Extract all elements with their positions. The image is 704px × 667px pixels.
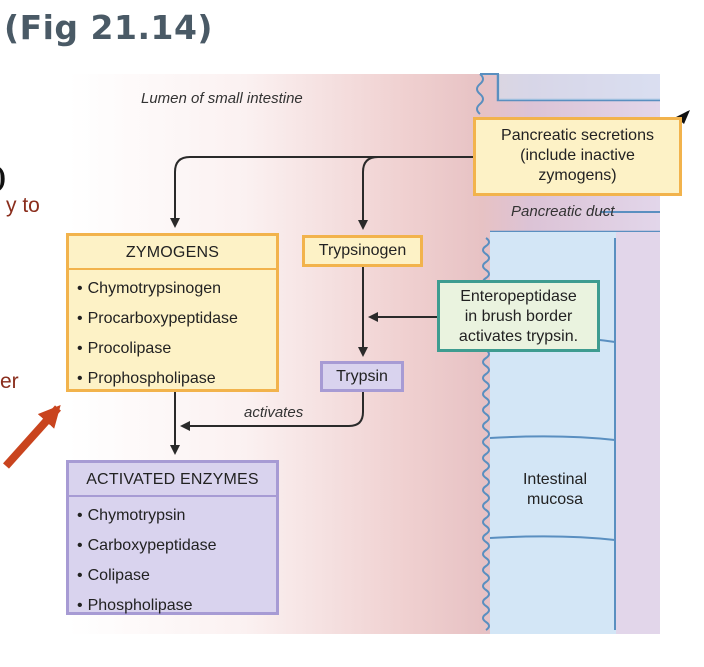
red-pointer-arrow bbox=[3, 405, 61, 469]
cropped-text-paren: ) bbox=[0, 160, 6, 194]
pancreatic-secretions-box: Pancreatic secretions (include inactive … bbox=[473, 117, 682, 196]
activates-label: activates bbox=[244, 404, 304, 421]
trypsinogen-box: Trypsinogen bbox=[302, 235, 423, 267]
mucosa-line-2: mucosa bbox=[526, 491, 584, 508]
cropped-text-fragment-1: y to bbox=[6, 194, 40, 217]
enzyme-item: Phospholipase bbox=[77, 591, 276, 621]
mucosa-line-1: Intestinal bbox=[522, 471, 588, 488]
zymogen-item: Procolipase bbox=[77, 334, 276, 364]
upper-cell bbox=[498, 74, 660, 100]
trypsin-box: Trypsin bbox=[320, 361, 404, 392]
activated-enzymes-box: ACTIVATED ENZYMES Chymotrypsin Carboxype… bbox=[66, 460, 279, 615]
page-title: (Fig 21.14) bbox=[4, 8, 214, 47]
intestinal-mucosa-label: Intestinal mucosa bbox=[500, 470, 610, 510]
zymogen-item: Procarboxypeptidase bbox=[77, 304, 276, 334]
zymogen-item: Chymotrypsinogen bbox=[77, 274, 276, 304]
arrow-activates bbox=[180, 392, 364, 431]
cropped-text-fragment-2: er bbox=[0, 370, 19, 393]
activated-enzymes-title: ACTIVATED ENZYMES bbox=[69, 463, 276, 497]
upper-wall-squiggle bbox=[476, 73, 484, 115]
pancreatic-line-2: (include inactive bbox=[520, 147, 635, 164]
pancreatic-line-3: zymogens) bbox=[538, 167, 617, 184]
enteropeptidase-line-1: Enteropeptidase bbox=[460, 288, 577, 305]
zymogens-title: ZYMOGENS bbox=[69, 236, 276, 270]
pancreatic-line-1: Pancreatic secretions bbox=[501, 127, 654, 144]
zymogen-item: Prophospholipase bbox=[77, 364, 276, 394]
enzyme-item: Chymotrypsin bbox=[77, 501, 276, 531]
arrow-to-zymogens bbox=[170, 156, 474, 228]
enteropeptidase-box: Enteropeptidase in brush border activate… bbox=[437, 280, 600, 352]
zymogens-box: ZYMOGENS Chymotrypsinogen Procarboxypept… bbox=[66, 233, 279, 392]
arrow-to-trypsinogen bbox=[358, 156, 474, 230]
enzyme-item: Colipase bbox=[77, 561, 276, 591]
enteropeptidase-line-3: activates trypsin. bbox=[458, 328, 579, 345]
enteropeptidase-line-2: in brush border bbox=[464, 308, 573, 325]
enzyme-item: Carboxypeptidase bbox=[77, 531, 276, 561]
lumen-label: Lumen of small intestine bbox=[141, 90, 303, 107]
pancreatic-duct-label: Pancreatic duct bbox=[511, 203, 615, 220]
